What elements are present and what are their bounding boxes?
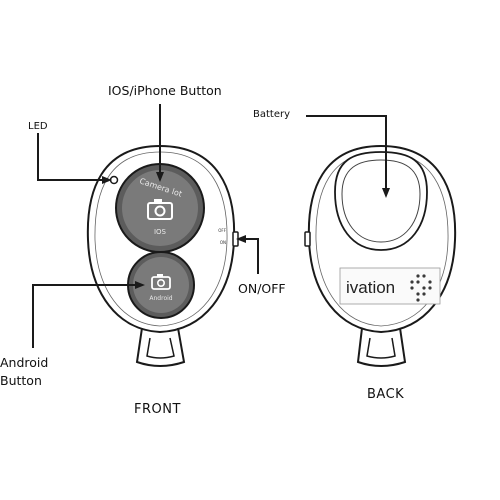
front-lanyard-loop (135, 327, 186, 367)
back-switch-notch (304, 231, 311, 247)
android-callout-line (32, 284, 140, 348)
front-body (86, 144, 236, 334)
led-callout-line (37, 133, 108, 181)
led-label: LED (28, 121, 48, 132)
onoff-callout-line (240, 238, 259, 274)
switch-mark-off: OFF (218, 228, 226, 233)
android-label-line1: Android (0, 355, 49, 370)
onoff-label: ON/OFF (238, 281, 286, 296)
front-device (86, 144, 239, 367)
android-camera-icon (151, 274, 171, 290)
back-label: BACK (367, 387, 405, 402)
ios-camera-icon (147, 199, 173, 220)
back-body (307, 144, 457, 334)
switch-mark-on: ON (220, 240, 226, 245)
battery-label: Battery (253, 109, 291, 120)
battery-callout-line (306, 115, 387, 192)
ivation-logo-text: ivation (346, 278, 396, 297)
ios-button-label: IOS/iPhone Button (108, 83, 222, 98)
callout-arrowheads (102, 172, 246, 289)
back-device (304, 144, 457, 367)
android-label-line2: Button (0, 373, 42, 388)
front-label: FRONT (134, 402, 181, 417)
android-button-small-text: Android (149, 295, 172, 302)
logo-dots-icon (410, 274, 432, 302)
logo-plate (339, 267, 441, 305)
battery-cover (334, 151, 428, 251)
battery-callout (306, 115, 390, 198)
ios-button-small-text: IOS (154, 228, 167, 236)
android-button: Android (127, 251, 195, 319)
back-lanyard-loop (356, 327, 407, 367)
